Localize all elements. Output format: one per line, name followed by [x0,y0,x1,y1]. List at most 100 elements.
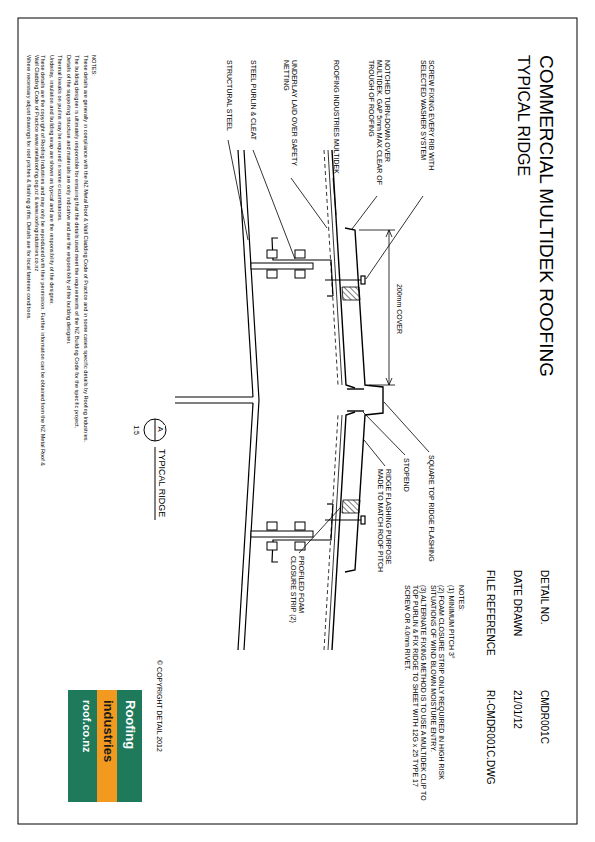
cleat [267,270,277,278]
callout-label: ROOFING INDUSTRIES MULTIDEK [332,60,340,176]
section-marker [144,419,166,520]
leader-line [228,140,248,240]
general-notes: These details are the copyright of Roofi… [34,55,47,475]
foam-closure [342,500,360,513]
notes-text: NOTES:(1) MINIMUM PITCH 3°(2) FOAM CLOSU… [401,585,465,807]
callout-label: UNDERLAY LAID OVER SAFETY NETTING [282,60,298,176]
general-notes: NOTES: [91,55,97,475]
roof-sheet [328,415,342,650]
general-notes: Where necessary adjust drawings for roof… [25,55,31,475]
cleat [267,542,277,550]
notes-text: NOTES: [457,585,465,807]
leader-line [384,402,429,452]
logo-text: roof.co.nz [80,700,93,753]
callout-label: SQUARE TOP RIDGE FLASHING [427,455,435,562]
cleat [295,542,305,550]
screw-fixing [325,519,361,520]
callout-label: RIDGE FLASHING PURPOSE MADE TO MATCH ROO… [376,469,392,577]
drawing-subtitle: TYPICAL RIDGE [514,55,532,176]
general-notes: These details are generally in complianc… [82,55,88,475]
structural-steel [175,150,259,650]
title-block-value: RI-CMDR001C.DWG [485,690,497,784]
general-notes: Details of the supporting structure and … [65,55,71,475]
foam-closure [342,287,360,513]
title-block-value: 21/01/12 [512,690,524,729]
section-title: TYPICAL RIDGE [157,449,167,517]
general-notes: The building designer is ultimately resp… [74,55,80,475]
leader-line [364,440,385,466]
cleat [251,263,313,269]
ridge-flashing [347,388,364,389]
title-block-value: CMDR001C [539,690,551,744]
callout-label: STRUCTURAL STEEL [225,60,233,131]
callout-label: NOTCHED TURN-DOWN OVER MULTIDEK. GAP 5mm… [367,60,391,194]
screw-fixing [361,516,365,524]
dimension-line [386,378,392,385]
foam-closure [342,287,360,300]
steel-purlin [272,238,333,562]
callout-label: STEEL PURLIN & CLEAT [249,60,257,140]
roof-sheet [328,150,342,385]
steel-purlin [327,503,333,504]
structural-steel [175,402,253,403]
sheet-border [18,18,577,824]
cleat [267,250,277,258]
leader-line [299,508,340,553]
structural-steel [244,150,259,650]
leader-line [253,150,295,259]
title-block-label: DATE DRAWN [512,570,524,636]
section-marker [144,419,166,441]
drawing-title: COMMERCIAL MULTIDEK ROOFING [535,55,557,377]
callout-label: SCREW FIXING EVERY RIB WITH SELECTED WAS… [419,60,435,194]
cleat [295,522,305,530]
general-notes: NOTES:These details are generally in com… [23,55,97,475]
leader-line [291,178,327,228]
roof-sheet [324,415,338,650]
dimension-line [389,230,390,385]
cleat [295,250,305,258]
logo-text: industries [100,700,115,762]
general-notes: Underlay, insulation and building wrap a… [48,55,54,475]
dimension-line [359,230,395,231]
scale-label: 1:5 [132,425,140,435]
structural-steel [238,150,253,397]
dimension-line [386,230,392,237]
screw-fixing [325,276,365,524]
company-logo [97,690,117,802]
dimension-label: 200mm COVER [395,282,403,336]
roof-sheet [324,150,355,650]
cleat [295,270,305,278]
notes-text: (1) MINIMUM PITCH 3° [447,585,455,807]
title-block-label: DETAIL NO. [539,570,551,624]
copyright-note: © COPYRIGHT DETAIL 2012 [155,660,163,752]
callout-label: STOPEND [402,458,410,492]
roof-sheet [324,150,338,385]
leader-line [228,140,429,553]
screw-fixing [325,279,361,280]
general-notes: Thermal breaks on purlins may be require… [57,55,63,475]
company-logo [68,690,142,802]
title-block-label: FILE REFERENCE [485,570,497,656]
notes-text: (3) ALTERNATE FIXING METHOD IS TO USE A … [403,585,427,807]
section-letter: A [156,425,165,432]
dimension-line [369,385,395,386]
company-logo [68,690,142,802]
leader-line [366,196,423,279]
steel-purlin [327,295,333,296]
leader-line [352,196,377,229]
cleat [251,531,313,537]
dimension-line [359,230,395,385]
section-marker [155,447,156,520]
cleat [251,250,313,550]
ridge-flashing [347,410,364,411]
cleat [267,522,277,530]
structural-steel [238,403,253,650]
leader-line [363,412,405,455]
logo-text: Roofing [122,700,137,749]
notes-text: (2) FOAM CLOSURE STRIP ONLY REQUIRED IN … [429,585,445,807]
structural-steel [175,396,253,397]
leader-line [333,178,336,215]
callout-label: PROFILED FOAM CLOSURE STRIP (2) [289,556,305,646]
